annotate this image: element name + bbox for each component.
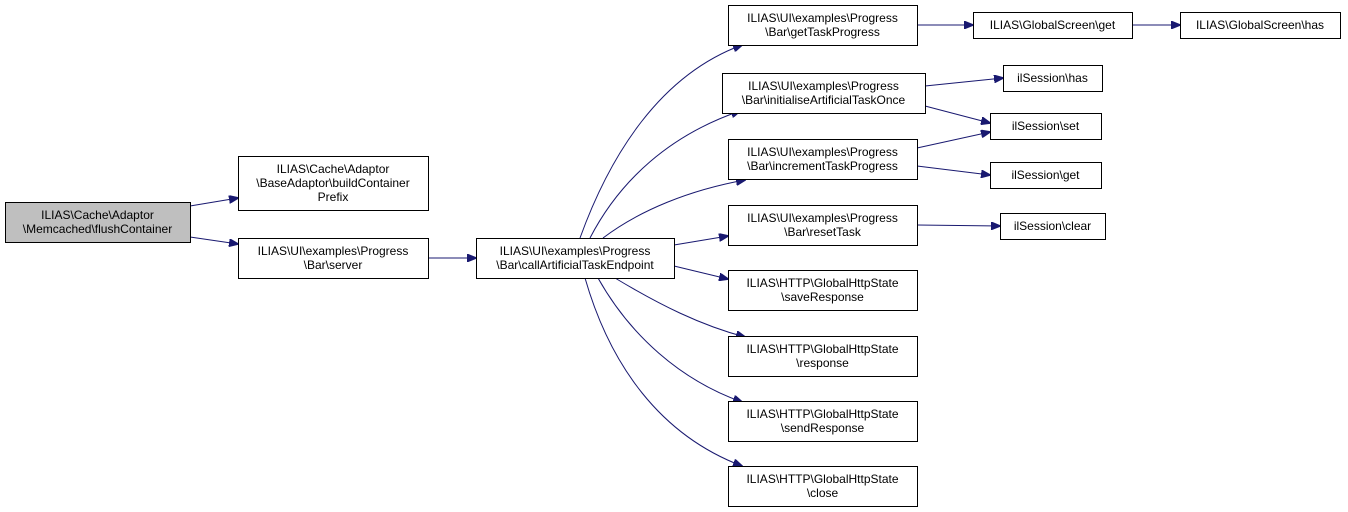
node-box bbox=[1003, 65, 1103, 92]
graph-node[interactable]: ILIAS\UI\examples\Progress\Bar\server bbox=[238, 238, 429, 279]
edge-n5-to-n14 bbox=[924, 78, 1003, 87]
node-box bbox=[990, 162, 1102, 189]
edge-n3-to-n4 bbox=[579, 45, 742, 239]
node-label: \Bar\getTaskProgress bbox=[765, 25, 880, 39]
graph-node[interactable]: ILIAS\UI\examples\Progress\Bar\callArtif… bbox=[476, 238, 675, 279]
graph-node[interactable]: ILIAS\UI\examples\Progress\Bar\getTaskPr… bbox=[728, 5, 918, 46]
node-label: ILIAS\UI\examples\Progress bbox=[748, 79, 899, 93]
node-box bbox=[722, 73, 926, 114]
node-box bbox=[238, 156, 429, 211]
edge-n6-to-n15 bbox=[916, 132, 990, 149]
graph-node[interactable]: ILIAS\Cache\Adaptor\Memcached\flushConta… bbox=[5, 202, 191, 243]
node-label: ilSession\get bbox=[1011, 168, 1080, 182]
graph-node[interactable]: ILIAS\HTTP\GlobalHttpState\sendResponse bbox=[728, 401, 918, 442]
graph-node[interactable]: ILIAS\Cache\Adaptor\BaseAdaptor\buildCon… bbox=[238, 156, 429, 211]
graph-node[interactable]: ilSession\get bbox=[990, 162, 1102, 189]
graph-node[interactable]: ILIAS\HTTP\GlobalHttpState\close bbox=[728, 466, 918, 507]
node-box bbox=[1000, 213, 1106, 240]
node-label: ILIAS\GlobalScreen\has bbox=[1196, 18, 1324, 32]
node-label: ILIAS\HTTP\GlobalHttpState bbox=[746, 276, 898, 290]
node-label: \Bar\server bbox=[304, 258, 363, 272]
node-label: \sendResponse bbox=[781, 421, 865, 435]
node-box bbox=[973, 12, 1133, 39]
nodes-layer: ILIAS\Cache\Adaptor\Memcached\flushConta… bbox=[5, 5, 1341, 507]
node-label: \response bbox=[796, 356, 849, 370]
edge-n3-to-n11 bbox=[584, 277, 742, 466]
node-label: ilSession\has bbox=[1017, 71, 1088, 85]
node-label: ILIAS\Cache\Adaptor bbox=[41, 208, 154, 222]
graph-node[interactable]: ILIAS\UI\examples\Progress\Bar\increment… bbox=[728, 139, 918, 180]
node-box bbox=[1180, 12, 1341, 39]
node-box bbox=[728, 466, 918, 507]
edge-n0-to-n1 bbox=[189, 198, 238, 207]
edge-n0-to-n2 bbox=[189, 236, 238, 244]
node-box bbox=[990, 113, 1102, 140]
node-box bbox=[5, 202, 191, 243]
graph-node[interactable]: ILIAS\HTTP\GlobalHttpState\response bbox=[728, 336, 918, 377]
node-box bbox=[728, 270, 918, 311]
node-box bbox=[728, 401, 918, 442]
edge-n5-to-n15 bbox=[924, 105, 990, 123]
graph-node[interactable]: ilSession\set bbox=[990, 113, 1102, 140]
node-label: \Memcached\flushContainer bbox=[23, 222, 172, 236]
node-label: ILIAS\UI\examples\Progress bbox=[258, 244, 409, 258]
edge-n3-to-n7 bbox=[673, 236, 728, 246]
graph-node[interactable]: ILIAS\GlobalScreen\has bbox=[1180, 12, 1341, 39]
edge-n7-to-n17 bbox=[916, 225, 1000, 226]
node-label: \BaseAdaptor\buildContainer bbox=[256, 176, 409, 190]
graph-node[interactable]: ILIAS\UI\examples\Progress\Bar\resetTask bbox=[728, 205, 918, 246]
node-label: \close bbox=[807, 486, 839, 500]
edge-n3-to-n6 bbox=[602, 180, 745, 239]
node-label: ilSession\set bbox=[1012, 119, 1080, 133]
node-label: ILIAS\HTTP\GlobalHttpState bbox=[746, 342, 898, 356]
graph-node[interactable]: ILIAS\GlobalScreen\get bbox=[973, 12, 1133, 39]
node-box bbox=[728, 205, 918, 246]
node-label: \saveResponse bbox=[781, 290, 864, 304]
node-label: Prefix bbox=[318, 190, 349, 204]
node-label: ilSession\clear bbox=[1014, 219, 1091, 233]
graph-node[interactable]: ILIAS\UI\examples\Progress\Bar\initialis… bbox=[722, 73, 926, 114]
node-label: ILIAS\HTTP\GlobalHttpState bbox=[746, 407, 898, 421]
graph-node[interactable]: ILIAS\HTTP\GlobalHttpState\saveResponse bbox=[728, 270, 918, 311]
graph-node[interactable]: ilSession\clear bbox=[1000, 213, 1106, 240]
node-label: \Bar\callArtificialTaskEndpoint bbox=[496, 258, 654, 272]
node-label: ILIAS\GlobalScreen\get bbox=[990, 18, 1116, 32]
node-box bbox=[476, 238, 675, 279]
node-box bbox=[728, 5, 918, 46]
node-box bbox=[728, 139, 918, 180]
graph-node[interactable]: ilSession\has bbox=[1003, 65, 1103, 92]
edges-layer bbox=[189, 25, 1180, 466]
node-label: ILIAS\UI\examples\Progress bbox=[747, 11, 898, 25]
node-label: ILIAS\UI\examples\Progress bbox=[747, 145, 898, 159]
edge-n3-to-n8 bbox=[673, 265, 728, 279]
edge-n3-to-n10 bbox=[597, 277, 742, 402]
node-box bbox=[728, 336, 918, 377]
node-label: ILIAS\HTTP\GlobalHttpState bbox=[746, 472, 898, 486]
node-label: \Bar\initialiseArtificialTaskOnce bbox=[742, 93, 906, 107]
node-label: ILIAS\UI\examples\Progress bbox=[500, 244, 651, 258]
node-label: \Bar\resetTask bbox=[784, 225, 862, 239]
node-label: ILIAS\UI\examples\Progress bbox=[747, 211, 898, 225]
edge-n6-to-n16 bbox=[916, 165, 990, 175]
node-label: \Bar\incrementTaskProgress bbox=[747, 159, 898, 173]
node-box bbox=[238, 238, 429, 279]
node-label: ILIAS\Cache\Adaptor bbox=[277, 162, 390, 176]
edge-n3-to-n5 bbox=[589, 111, 740, 239]
edge-n3-to-n9 bbox=[614, 277, 745, 337]
